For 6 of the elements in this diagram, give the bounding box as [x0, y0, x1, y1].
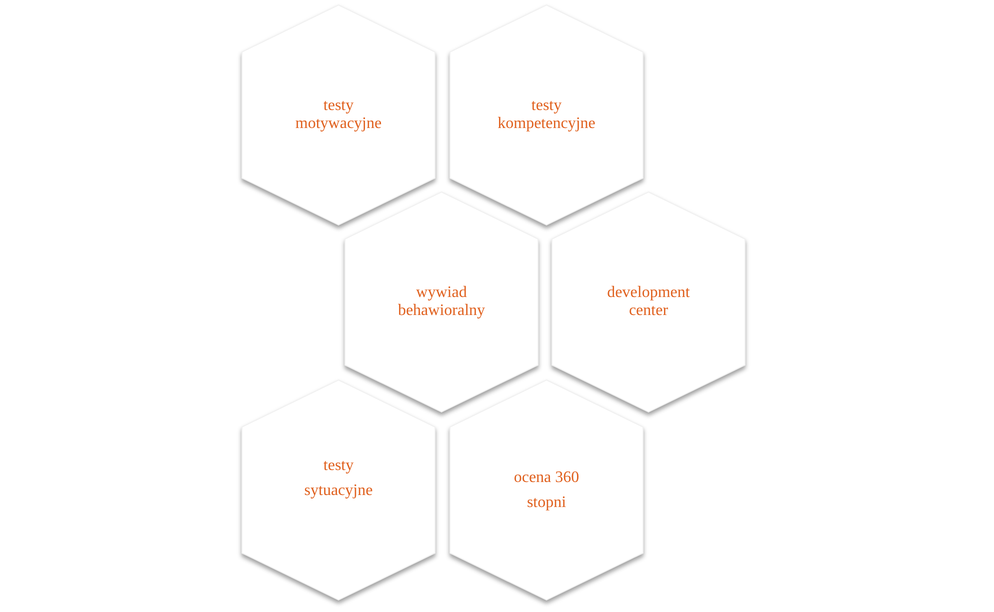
- hexagon-label: ocena 360 stopni: [512, 468, 580, 513]
- hexagon-label: testy sytuacyjne: [303, 456, 374, 501]
- hexagon-label: testy motywacyjne: [294, 97, 383, 133]
- hexagon-label: wywiad behawioralny: [396, 284, 486, 320]
- hexagon-label: development center: [606, 284, 691, 320]
- hexagon-label: testy kompetencyjne: [496, 97, 596, 133]
